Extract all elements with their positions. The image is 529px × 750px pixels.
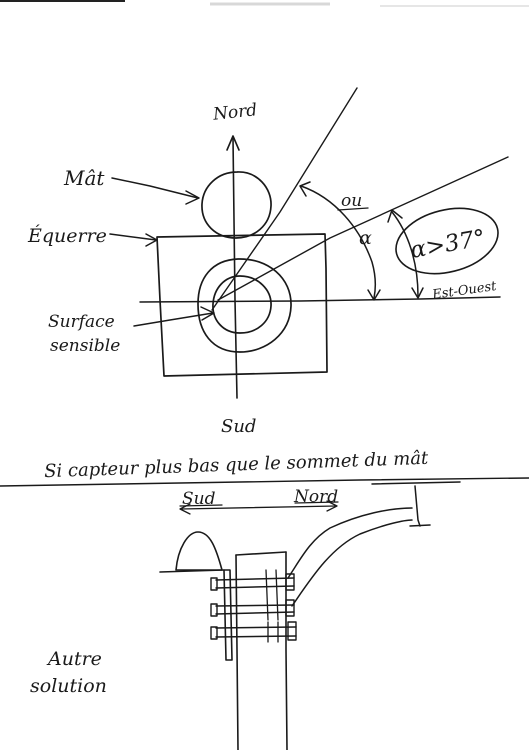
side-mast-top <box>235 551 287 556</box>
support-foot <box>409 524 431 527</box>
north-label: Nord <box>211 100 258 125</box>
sensor-inner-circle <box>212 275 272 334</box>
side-view-diagram: Sud Nord <box>159 481 461 750</box>
bracket-leader-arrow <box>109 233 157 241</box>
upper-clamp-bolts <box>210 569 295 621</box>
south-north-arrow-head-right <box>326 500 338 512</box>
section-divider <box>0 477 529 487</box>
mast-circle <box>201 171 272 239</box>
angle-arc-1-foot <box>367 289 381 301</box>
south-north-arrow-head-left <box>179 503 191 515</box>
sun-ray-upper <box>211 87 358 311</box>
mast-leader-arrow <box>111 177 199 199</box>
top-view-diagram: Nord Sud Mât Équerre Surface sensible ou… <box>27 87 509 437</box>
bracket-label: Équerre <box>27 224 107 247</box>
angle-arc-2-foot <box>411 287 424 299</box>
support-arm-lower <box>291 519 413 607</box>
mast-label: Mât <box>63 166 105 190</box>
lower-clamp-bolts <box>210 621 297 643</box>
scan-edge-marks <box>0 0 529 7</box>
sensor-label-line2: sensible <box>50 336 120 356</box>
bracket-leader-head <box>145 233 158 247</box>
angle-arc-1-head <box>299 181 311 197</box>
sensor-leader-head <box>200 306 215 321</box>
angle-arc-1 <box>300 185 377 299</box>
angle-arc-2-head <box>387 209 403 223</box>
alternative-label-line2: solution <box>30 675 107 697</box>
side-bracket-plate <box>223 569 233 661</box>
angle-condition-label: α>37° <box>408 225 487 264</box>
caption-text: Si capteur plus bas que le sommet du mât <box>44 448 430 482</box>
sensor-outer-ring <box>197 258 292 353</box>
sensor-label-line1: Surface <box>48 312 115 332</box>
side-mast-left <box>235 554 239 750</box>
east-west-line <box>139 296 501 303</box>
north-south-axis <box>232 137 238 399</box>
condition-ellipse <box>395 207 499 275</box>
sun-ray-lower <box>217 156 509 301</box>
support-top-bar <box>371 481 461 485</box>
alpha-label: α <box>359 227 372 249</box>
sensor-base <box>159 569 225 573</box>
bracket-square <box>156 233 328 377</box>
or-underline <box>337 207 369 211</box>
or-label: ou <box>341 191 362 211</box>
mast-leader-head <box>185 190 200 205</box>
north-underline <box>294 501 339 504</box>
sensor-dome <box>175 531 223 571</box>
alternative-label-line1: Autre <box>46 648 102 670</box>
support-arm-upper <box>287 507 413 579</box>
south-label: Sud <box>221 416 256 437</box>
north-arrowhead <box>226 135 240 151</box>
angle-arc-2 <box>391 211 419 297</box>
side-north-label: Nord <box>293 487 338 507</box>
support-vertical <box>414 485 421 527</box>
south-north-arrow <box>180 505 337 510</box>
sensor-leader-arrow <box>133 312 214 327</box>
east-west-label: Est-Ouest <box>430 279 498 303</box>
